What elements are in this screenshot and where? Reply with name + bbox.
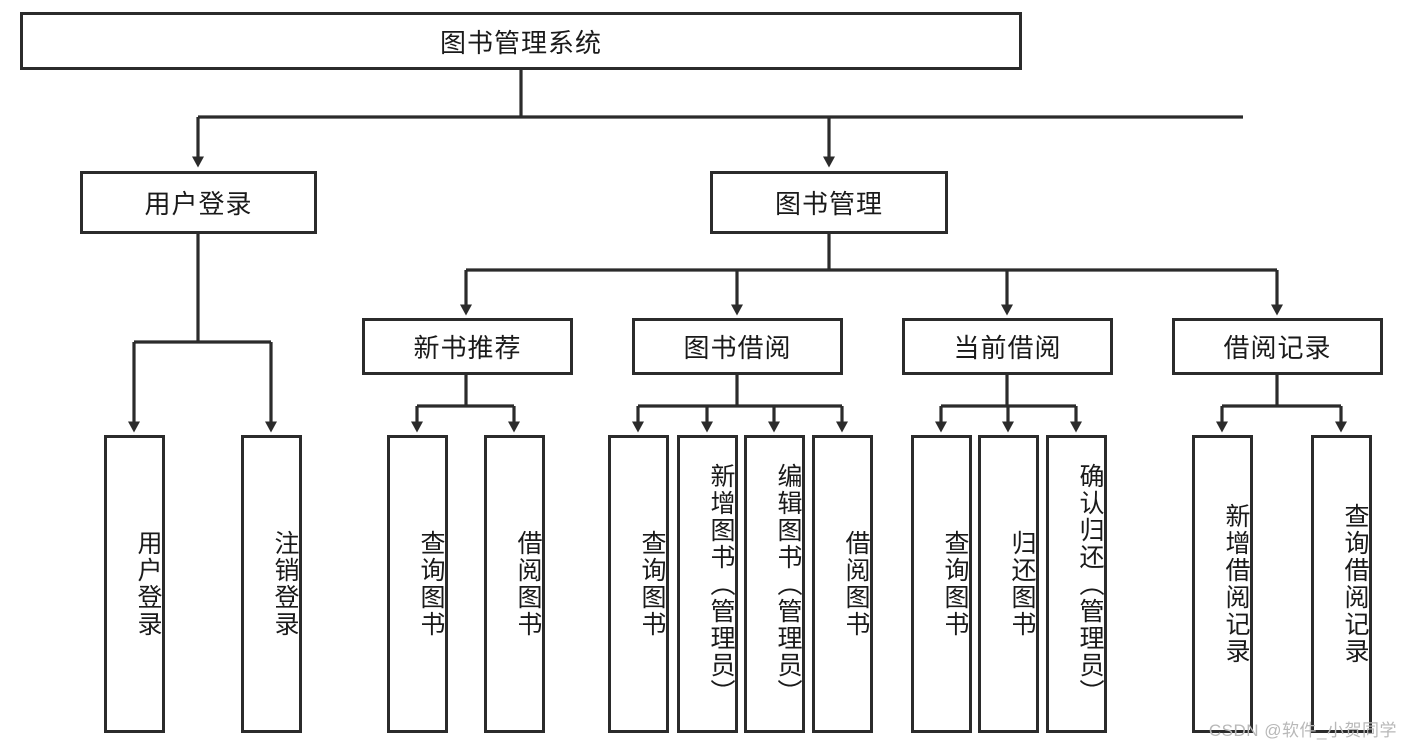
leaf-query-borrow-record[interactable]: 查询借阅记录 (1311, 435, 1372, 733)
node-new-book-recommend[interactable]: 新书推荐 (362, 318, 573, 375)
leaf-query-book-recommend-label: 查询图书 (417, 530, 445, 638)
leaf-edit-book-admin[interactable]: 编辑图书（管理员） (744, 435, 805, 733)
leaf-borrow-book-label: 借阅图书 (842, 530, 870, 638)
leaf-borrow-book[interactable]: 借阅图书 (812, 435, 873, 733)
leaf-confirm-return-admin[interactable]: 确认归还（管理员） (1046, 435, 1107, 733)
node-book-management-label: 图书管理 (774, 189, 883, 219)
node-book-borrow[interactable]: 图书借阅 (632, 318, 843, 375)
node-book-management[interactable]: 图书管理 (710, 171, 948, 234)
leaf-query-book-borrow-label: 查询图书 (638, 530, 666, 638)
node-book-borrow-label: 图书借阅 (683, 333, 792, 363)
leaf-query-book-current-label: 查询图书 (941, 530, 969, 638)
node-root-label: 图书管理系统 (439, 27, 602, 58)
leaf-return-book[interactable]: 归还图书 (978, 435, 1039, 733)
leaf-add-book-admin[interactable]: 新增图书（管理员） (677, 435, 738, 733)
leaf-return-book-label: 归还图书 (1008, 530, 1036, 638)
leaf-user-login[interactable]: 用户登录 (104, 435, 165, 733)
leaf-add-borrow-record-label: 新增借阅记录 (1222, 503, 1250, 665)
leaf-borrow-book-recommend[interactable]: 借阅图书 (484, 435, 545, 733)
leaf-borrow-book-recommend-label: 借阅图书 (514, 530, 542, 638)
leaf-logout[interactable]: 注销登录 (241, 435, 302, 733)
leaf-query-book-current[interactable]: 查询图书 (911, 435, 972, 733)
node-new-book-recommend-label: 新书推荐 (413, 333, 522, 363)
leaf-query-book-recommend[interactable]: 查询图书 (387, 435, 448, 733)
leaf-logout-label: 注销登录 (271, 530, 299, 638)
leaf-user-login-label: 用户登录 (134, 530, 162, 638)
leaf-query-borrow-record-label: 查询借阅记录 (1341, 503, 1369, 665)
leaf-query-book-borrow[interactable]: 查询图书 (608, 435, 669, 733)
node-current-borrow[interactable]: 当前借阅 (902, 318, 1113, 375)
node-user-login-label: 用户登录 (144, 189, 253, 219)
node-user-login[interactable]: 用户登录 (80, 171, 317, 234)
leaf-add-borrow-record[interactable]: 新增借阅记录 (1192, 435, 1253, 733)
csdn-watermark: CSDN @软件_小贺同学 (1208, 721, 1397, 740)
leaf-confirm-return-admin-label: 确认归还（管理员） (1076, 462, 1104, 706)
leaf-edit-book-admin-label: 编辑图书（管理员） (774, 462, 802, 706)
node-root[interactable]: 图书管理系统 (20, 12, 1022, 70)
node-borrow-records[interactable]: 借阅记录 (1172, 318, 1383, 375)
node-borrow-records-label: 借阅记录 (1223, 333, 1332, 363)
leaf-add-book-admin-label: 新增图书（管理员） (707, 462, 735, 706)
node-current-borrow-label: 当前借阅 (953, 333, 1062, 363)
